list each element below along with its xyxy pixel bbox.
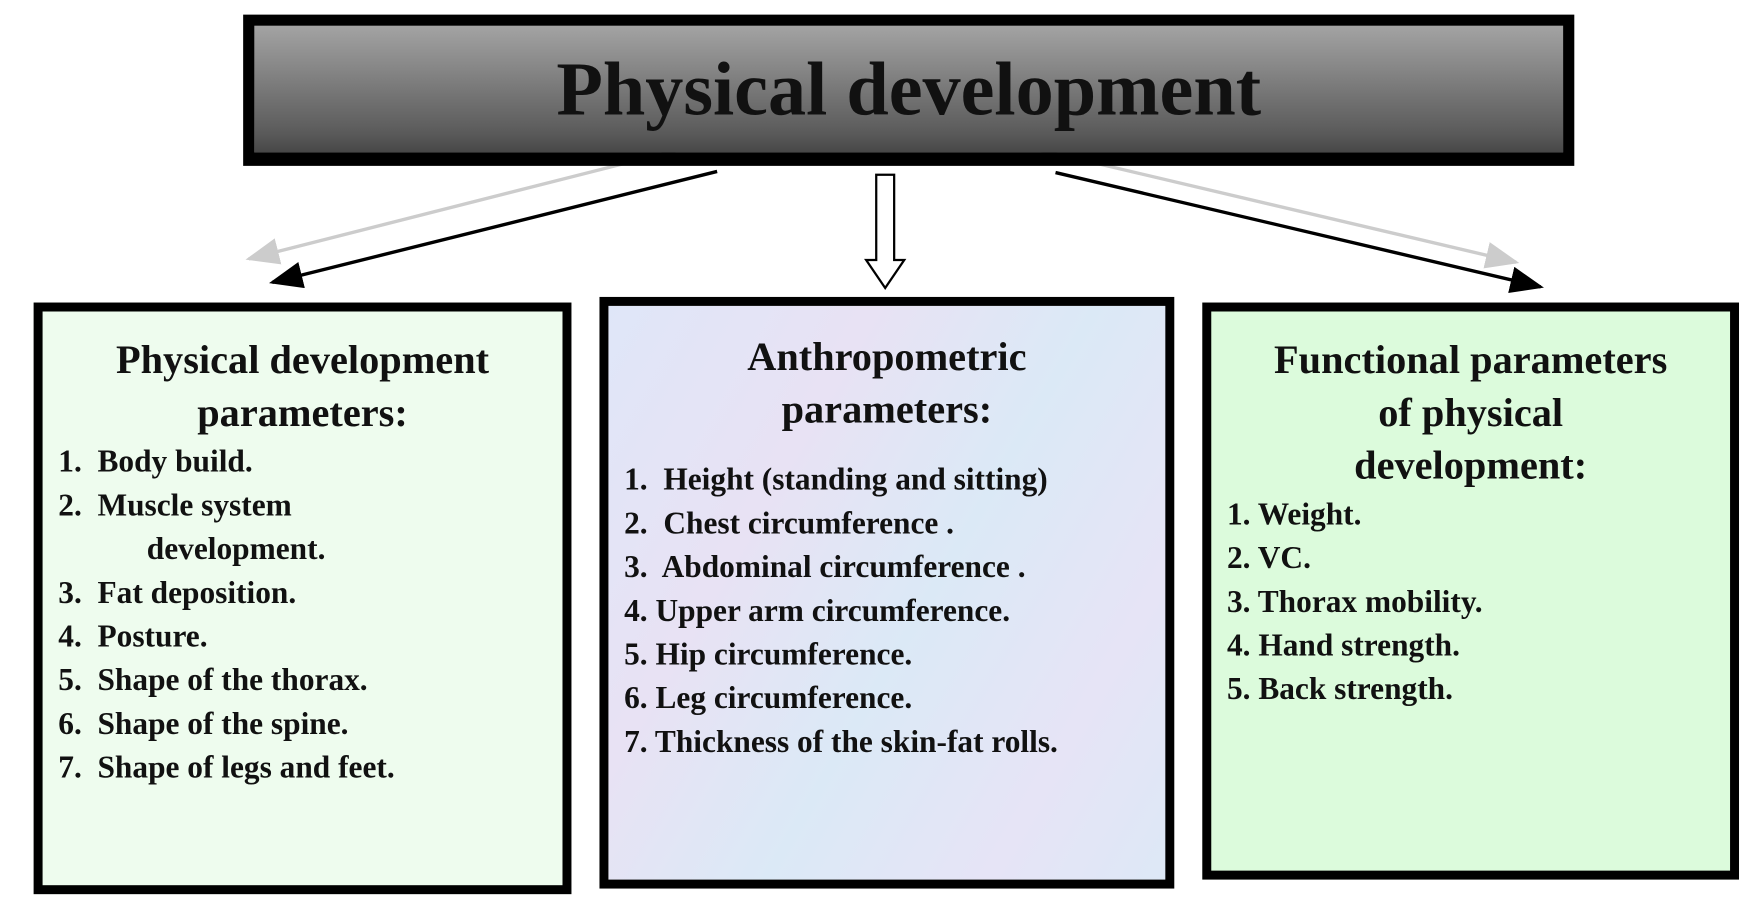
parameter-list: 1. Height (standing and sitting) 2. Ches… (624, 458, 1058, 764)
title-box: Physical development (243, 14, 1575, 166)
anthropometric-parameters-box: Anthropometric parameters: 1. Height (st… (599, 296, 1175, 889)
functional-parameters-box: Functional parameters of physical develo… (1202, 302, 1740, 880)
list-item: 6. Shape of the spine. (58, 707, 349, 742)
parameter-list: 1. Weight. 2. VC. 3. Thorax mobility. 4.… (1227, 493, 1483, 711)
heading-line: Anthropometric (747, 333, 1027, 379)
list-item: 3. Fat deposition. (58, 575, 297, 611)
heading-line: parameters: (781, 386, 993, 432)
physical-development-parameters-box: Physical development parameters: 1. Body… (33, 302, 572, 895)
list-item: 2. Chest circumference . (624, 506, 955, 542)
list-item: 2. Muscle system (58, 488, 292, 524)
list-item: 7. Thickness of the skin-fat rolls. (624, 724, 1058, 760)
title: Physical development (556, 45, 1262, 132)
box-heading: Anthropometric parameters: (608, 331, 1165, 436)
center-hollow-arrow (864, 173, 907, 290)
list-item: 4. Hand strength. (1226, 628, 1460, 664)
list-item: 3. Abdominal circumference . (624, 550, 1026, 585)
list-item: 1. Body build. (58, 444, 253, 480)
list-item: 1. Height (standing and sitting) (624, 462, 1048, 498)
left-arrow (269, 169, 718, 289)
heading-line: parameters: (197, 389, 408, 435)
heading-line: Physical development (115, 337, 490, 383)
list-item: 6. Leg circumference. (624, 681, 913, 716)
list-item: 5. Hip circumference. (624, 637, 913, 673)
box-heading: Physical development parameters: (43, 334, 563, 439)
list-item: 4. Upper arm circumference. (624, 593, 1011, 629)
list-item: 5. Shape of the thorax. (58, 663, 368, 699)
parameter-list: 1. Body build. 2. Muscle system developm… (58, 440, 394, 790)
list-item: 4. Posture. (58, 619, 208, 655)
box-heading: Functional parameters of physical develo… (1211, 334, 1730, 492)
heading-line: development: (1354, 442, 1588, 488)
right-shadow-arrow (1030, 146, 1520, 269)
list-item: development. (146, 532, 326, 567)
list-item: 3. Thorax mobility. (1226, 584, 1483, 620)
list-item: 2. VC. (1226, 541, 1311, 576)
list-item: 1. Weight. (1226, 497, 1362, 533)
list-item: 7. Shape of legs and feet. (58, 750, 395, 786)
list-item: 5. Back strength. (1226, 672, 1453, 708)
right-arrow (1055, 170, 1544, 293)
heading-line: of physical (1378, 389, 1564, 435)
heading-line: Functional parameters (1274, 337, 1668, 383)
